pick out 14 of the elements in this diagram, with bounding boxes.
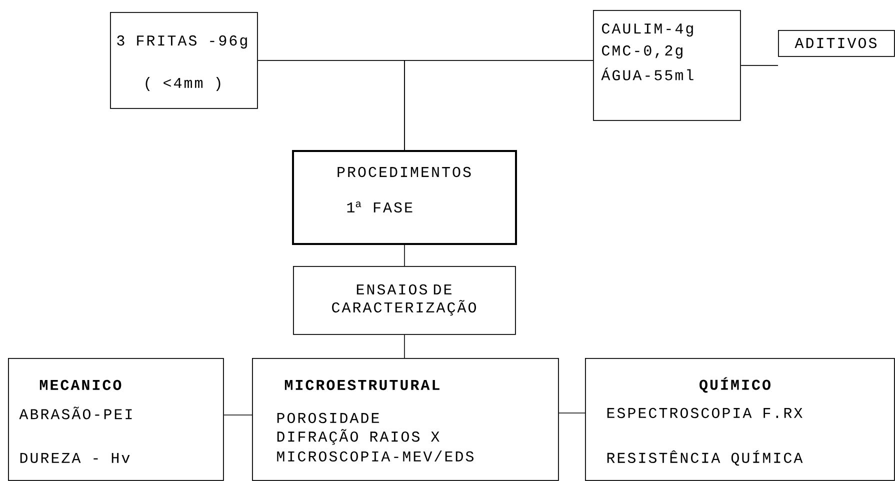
connector-line: [224, 414, 252, 416]
connector-line: [740, 65, 778, 66]
connector-line: [558, 412, 586, 414]
connector-line: [404, 334, 405, 358]
material-box: 3 FRITAS -96g ( <4mm ): [110, 12, 258, 109]
material-box: CAULIM-4g CMC-0,2g ÁGUA-55ml: [593, 10, 741, 121]
process-box: ENSAIOS DE CARACTERIZAÇÃO: [293, 266, 516, 335]
additive-box: ADITIVOS: [778, 30, 895, 57]
connector-line: [404, 244, 405, 266]
process-box: PROCEDIMENTOS 1$^{a}$ FASE: [292, 150, 517, 245]
test-box: QUÍMICO ESPECTROSCOPIA F.RX RESISTÊNCIA QUÍMICA: [585, 358, 895, 481]
test-box: MECANICO ABRASÃO-PEI DUREZA - Hv: [8, 358, 224, 481]
test-box: MICROESTRUTURAL POROSIDADE DIFRAÇÃO RAIOS X MICROSCOPIA-MEV/EDS: [252, 358, 559, 481]
connector-line: [404, 60, 594, 150]
